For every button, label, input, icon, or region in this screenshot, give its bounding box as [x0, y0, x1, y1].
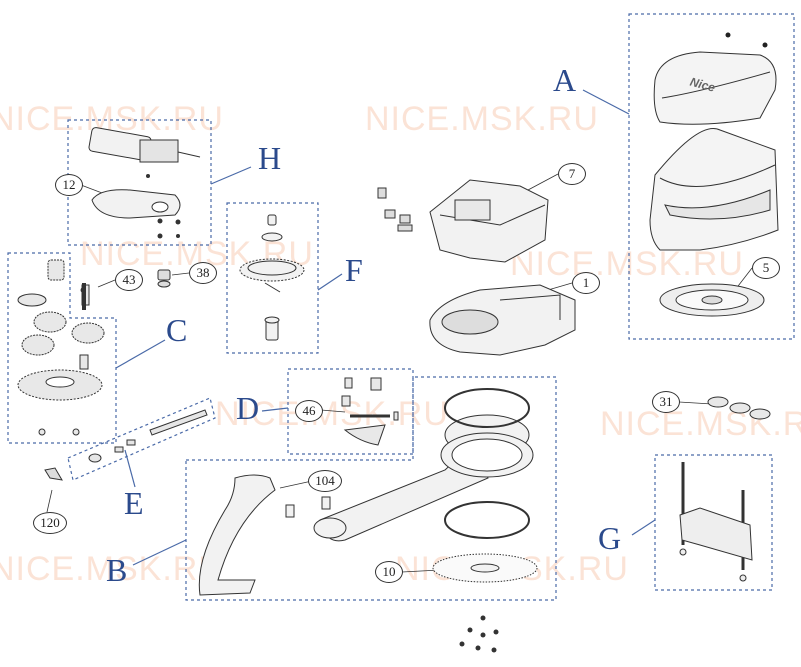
watermark: NICE.MSK.RU [215, 395, 449, 433]
group-label-h: H [258, 140, 282, 176]
part-number-46: 46 [295, 400, 323, 422]
part-number-1: 1 [572, 272, 600, 294]
part-number-12: 12 [55, 174, 83, 196]
group-label-d: D [236, 390, 260, 426]
group-h-frame [67, 119, 212, 246]
group-label-e: E [124, 485, 144, 521]
group-label-a: A [553, 62, 577, 98]
base-part-1 [429, 284, 576, 356]
arm-part-104 [198, 474, 276, 596]
group-e-frame [67, 397, 216, 481]
bracket-g [679, 507, 753, 561]
part-number-5: 5 [752, 257, 780, 279]
group-label-b: B [106, 552, 128, 588]
part-number-104: 104 [308, 470, 342, 492]
brand-logo: Nice [689, 75, 717, 95]
shaft-e [149, 409, 208, 436]
part-number-43: 43 [115, 269, 143, 291]
watermark: NICE.MSK.RU [510, 245, 744, 283]
group-d-frame [287, 368, 414, 455]
group-label-f: F [345, 252, 363, 288]
ring-upper [444, 388, 530, 428]
group-c-frame [7, 252, 117, 444]
watermark: NICE.MSK.RU [365, 100, 599, 138]
group-label-g: G [598, 520, 622, 556]
part-number-120: 120 [33, 512, 67, 534]
group-label-c: C [166, 312, 188, 348]
frame-part-7 [429, 179, 549, 263]
key-part-120 [44, 467, 63, 481]
ring-lower [444, 501, 530, 539]
part-number-7: 7 [558, 163, 586, 185]
part-number-31: 31 [652, 391, 680, 413]
cover-body [649, 128, 779, 251]
group-b-frame [185, 376, 557, 601]
part-number-38: 38 [189, 262, 217, 284]
part-number-10: 10 [375, 561, 403, 583]
group-a-frame [628, 13, 795, 340]
top-cover [653, 51, 777, 125]
